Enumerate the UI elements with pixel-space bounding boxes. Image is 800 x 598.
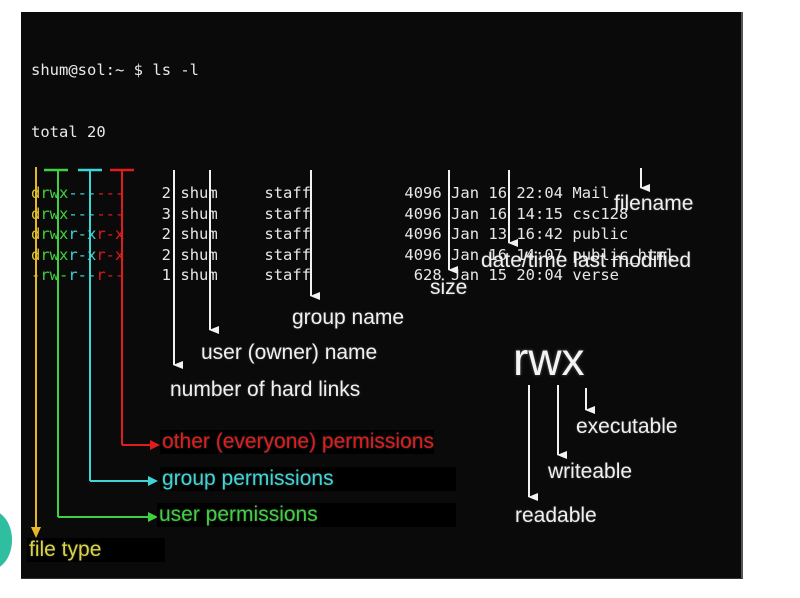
perm-user: rwx [40, 225, 69, 243]
perm-other: --- [96, 184, 125, 202]
column-arrows [173, 168, 650, 501]
hard-links: 2 [161, 225, 172, 243]
modified-date: Jan 16 22:04 [451, 184, 564, 202]
owner: shum [180, 204, 218, 223]
perm-user: rwx [40, 204, 69, 223]
total-line: total 20 [31, 122, 106, 141]
modified-date: Jan 16 14:15 [451, 204, 564, 223]
label-group-name: group name [292, 306, 405, 329]
modified-date: Jan 15 20:04 [451, 266, 564, 284]
size: 4096 [404, 245, 442, 264]
prompt: shum@sol:~ [31, 61, 125, 79]
listing-row: drwxr-xr-x 2 shum staff 4096 Jan 13 16:4… [31, 224, 675, 245]
label-writeable: writeable [548, 460, 633, 483]
other-arrowhead [150, 440, 160, 450]
owner: shum [180, 184, 218, 202]
group-name: staff [264, 266, 312, 284]
label-hard-links: number of hard links [170, 378, 361, 401]
label-user-perms: user permissions [157, 503, 456, 527]
label-executable: executable [576, 415, 678, 438]
perm-user: rwx [40, 245, 69, 264]
rwx-legend-title: rwx [513, 333, 585, 385]
perm-user: rw- [40, 266, 69, 284]
label-filename: filename [614, 192, 694, 215]
hard-links: 2 [161, 184, 172, 202]
size: 628 [404, 266, 442, 284]
modified-date: Jan 13 16:42 [451, 225, 564, 243]
file-type-arrowhead [31, 527, 41, 538]
hard-links: 1 [161, 266, 172, 284]
owner: shum [180, 245, 218, 264]
filename: public [572, 225, 629, 243]
group-arrowhead [148, 476, 158, 486]
filename: public_html [572, 245, 676, 264]
size: 4096 [404, 204, 442, 223]
size: 4096 [404, 184, 442, 202]
listing-row: drwxr-xr-x 2 shum staff 4096 Jan 16 14:0… [31, 245, 675, 266]
label-date-time: date/time last modified [481, 249, 692, 272]
label-other-perms: other (everyone) permissions [160, 430, 434, 454]
filename: Mail [572, 184, 610, 202]
filename: csc128 [572, 204, 629, 223]
label-group-perms: group permissions [160, 467, 456, 491]
size: 4096 [404, 225, 442, 243]
user-arrowhead [148, 512, 158, 522]
perm-other: --- [96, 204, 125, 223]
perm-user: rwx [40, 184, 69, 202]
listing-row: drwx------ 3 shum staff 4096 Jan 16 14:1… [31, 204, 675, 225]
teal-circle-decoration [0, 510, 12, 570]
group-name: staff [264, 204, 312, 223]
group-name: staff [264, 245, 312, 264]
group-name: staff [264, 225, 312, 243]
filename: verse [572, 266, 620, 284]
perm-other: r-x [96, 225, 125, 243]
command: ls -l [152, 61, 200, 79]
owner: shum [180, 225, 218, 243]
prompt-symbol: $ [133, 61, 144, 79]
perm-other: r-x [96, 245, 125, 264]
modified-date: Jan 16 14:07 [451, 245, 564, 264]
hard-links: 2 [161, 245, 172, 264]
perm-brackets [31, 167, 160, 538]
label-readable: readable [515, 504, 597, 527]
group-name: staff [264, 184, 312, 202]
owner: shum [180, 266, 218, 284]
label-owner-name: user (owner) name [201, 341, 378, 364]
prompt-line: shum@sol:~ $ ls -l [31, 60, 675, 81]
hard-links: 3 [161, 204, 172, 223]
label-size: size [430, 276, 468, 299]
perm-other: r-- [96, 266, 125, 284]
label-file-type: file type [27, 538, 165, 562]
